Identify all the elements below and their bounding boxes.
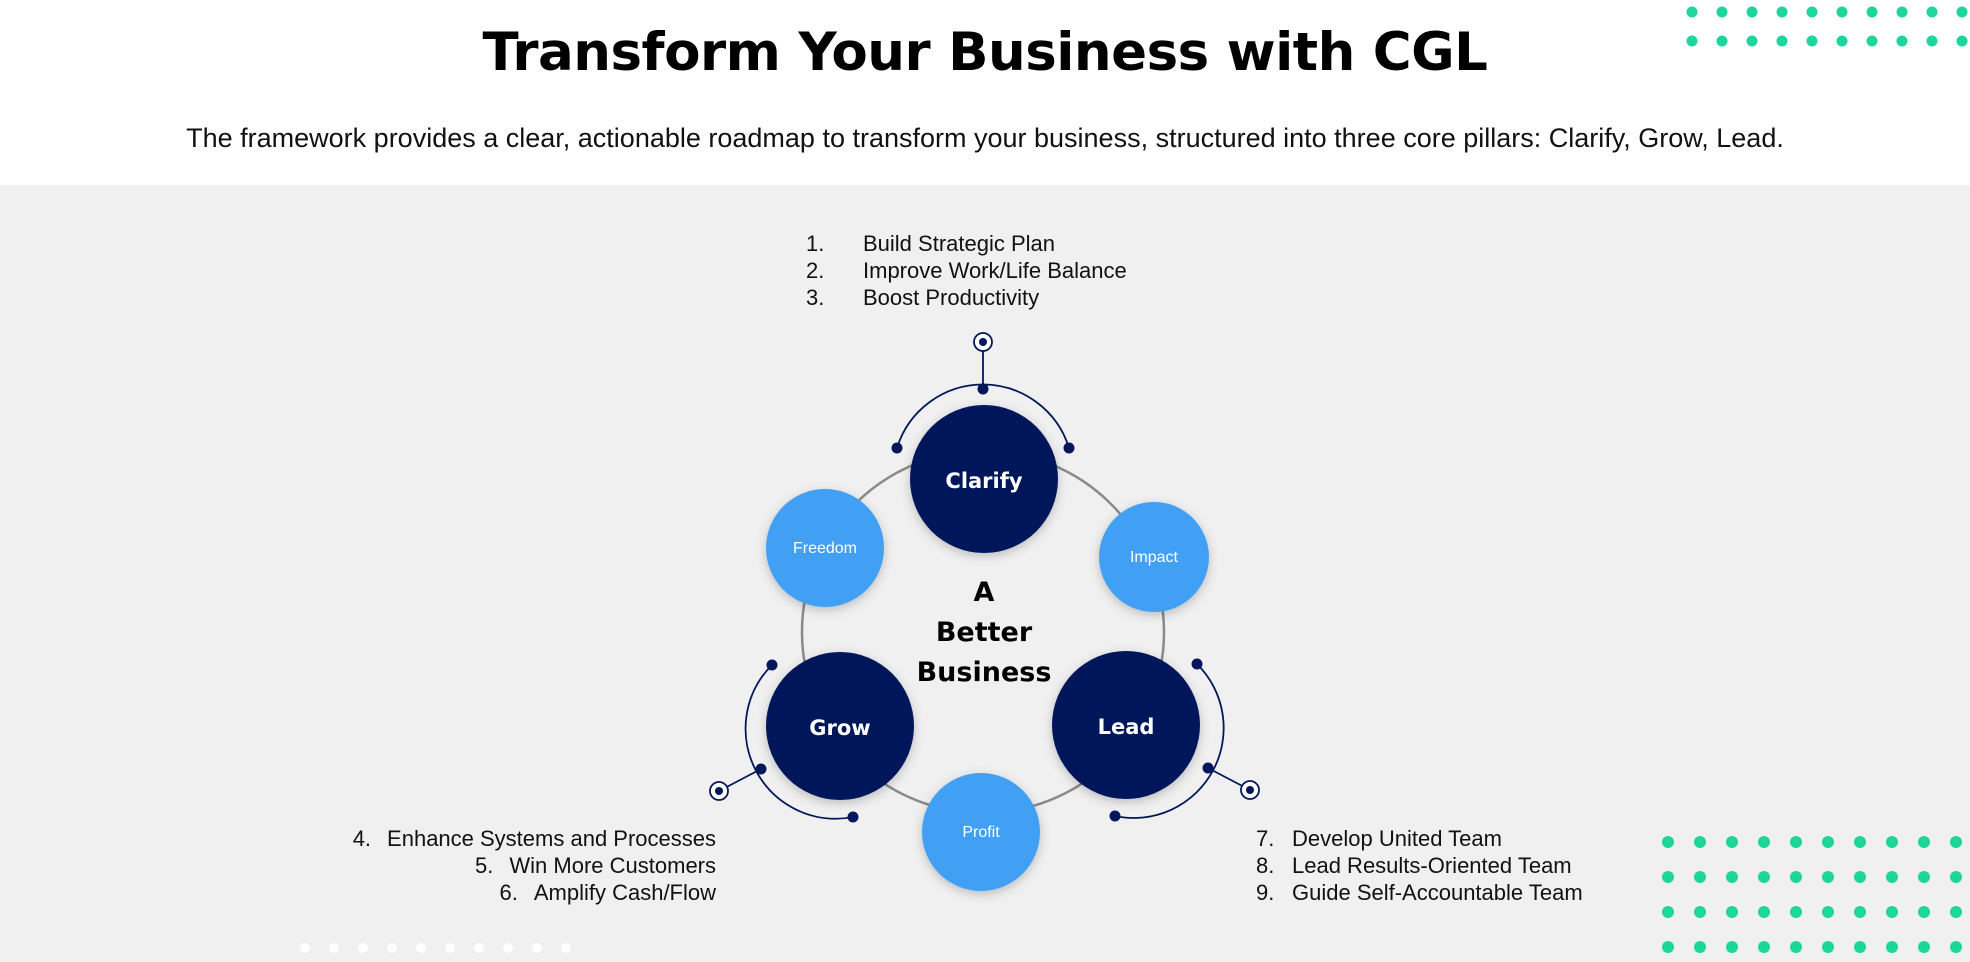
page-subtitle: The framework provides a clear, actionab… [186, 123, 1784, 153]
list-item: 6.Amplify Cash/Flow [499, 880, 716, 905]
list-item: 8.Lead Results-Oriented Team [1256, 853, 1572, 878]
center-caption: A Better Business [917, 577, 1052, 688]
clarify-list: 1.Build Strategic Plan 2.Improve Work/Li… [806, 230, 1127, 311]
impact-label: Impact [1130, 549, 1179, 566]
clarify-orbit-nodes [891, 383, 1075, 454]
list-item: 9.Guide Self-Accountable Team [1256, 880, 1583, 905]
clarify-target-icon [973, 332, 993, 352]
list-item: 2.Improve Work/Life Balance [806, 258, 1127, 283]
header: Transform Your Business with CGL The fra… [0, 0, 1970, 185]
grow-target-icon [709, 781, 729, 801]
center-line-3: Business [917, 657, 1052, 688]
list-item: 1.Build Strategic Plan [806, 231, 1055, 256]
profit-node: Profit [922, 773, 1040, 891]
lead-orbit-nodes [1109, 658, 1214, 822]
list-item: 5.Win More Customers [475, 853, 716, 878]
impact-node: Impact [1099, 502, 1209, 612]
center-line-2: Better [936, 617, 1033, 648]
clarify-label: Clarify [945, 469, 1022, 493]
center-line-1: A [974, 577, 995, 608]
grow-orbit-nodes [755, 659, 859, 823]
page-title: Transform Your Business with CGL [482, 22, 1488, 83]
lead-target-icon [1240, 780, 1260, 800]
grow-list: 4.Enhance Systems and Processes 5.Win Mo… [353, 825, 716, 906]
lead-node: Lead [1052, 651, 1200, 799]
grow-label: Grow [809, 716, 870, 740]
dot-pattern-top-right [1686, 6, 1968, 47]
profit-label: Profit [962, 824, 1000, 841]
dot-pattern-bottom-right [1662, 836, 1962, 953]
lead-label: Lead [1098, 715, 1155, 739]
list-item: 3.Boost Productivity [806, 285, 1040, 310]
clarify-node: Clarify [910, 405, 1058, 553]
grow-node: Grow [766, 652, 914, 800]
lead-list: 7.Develop United Team 8.Lead Results-Ori… [1256, 825, 1583, 906]
freedom-label: Freedom [793, 540, 857, 557]
list-item: 4.Enhance Systems and Processes [352, 826, 716, 851]
freedom-node: Freedom [766, 489, 884, 607]
dot-pattern-bottom-left [300, 943, 571, 953]
list-item: 7.Develop United Team [1256, 826, 1502, 851]
